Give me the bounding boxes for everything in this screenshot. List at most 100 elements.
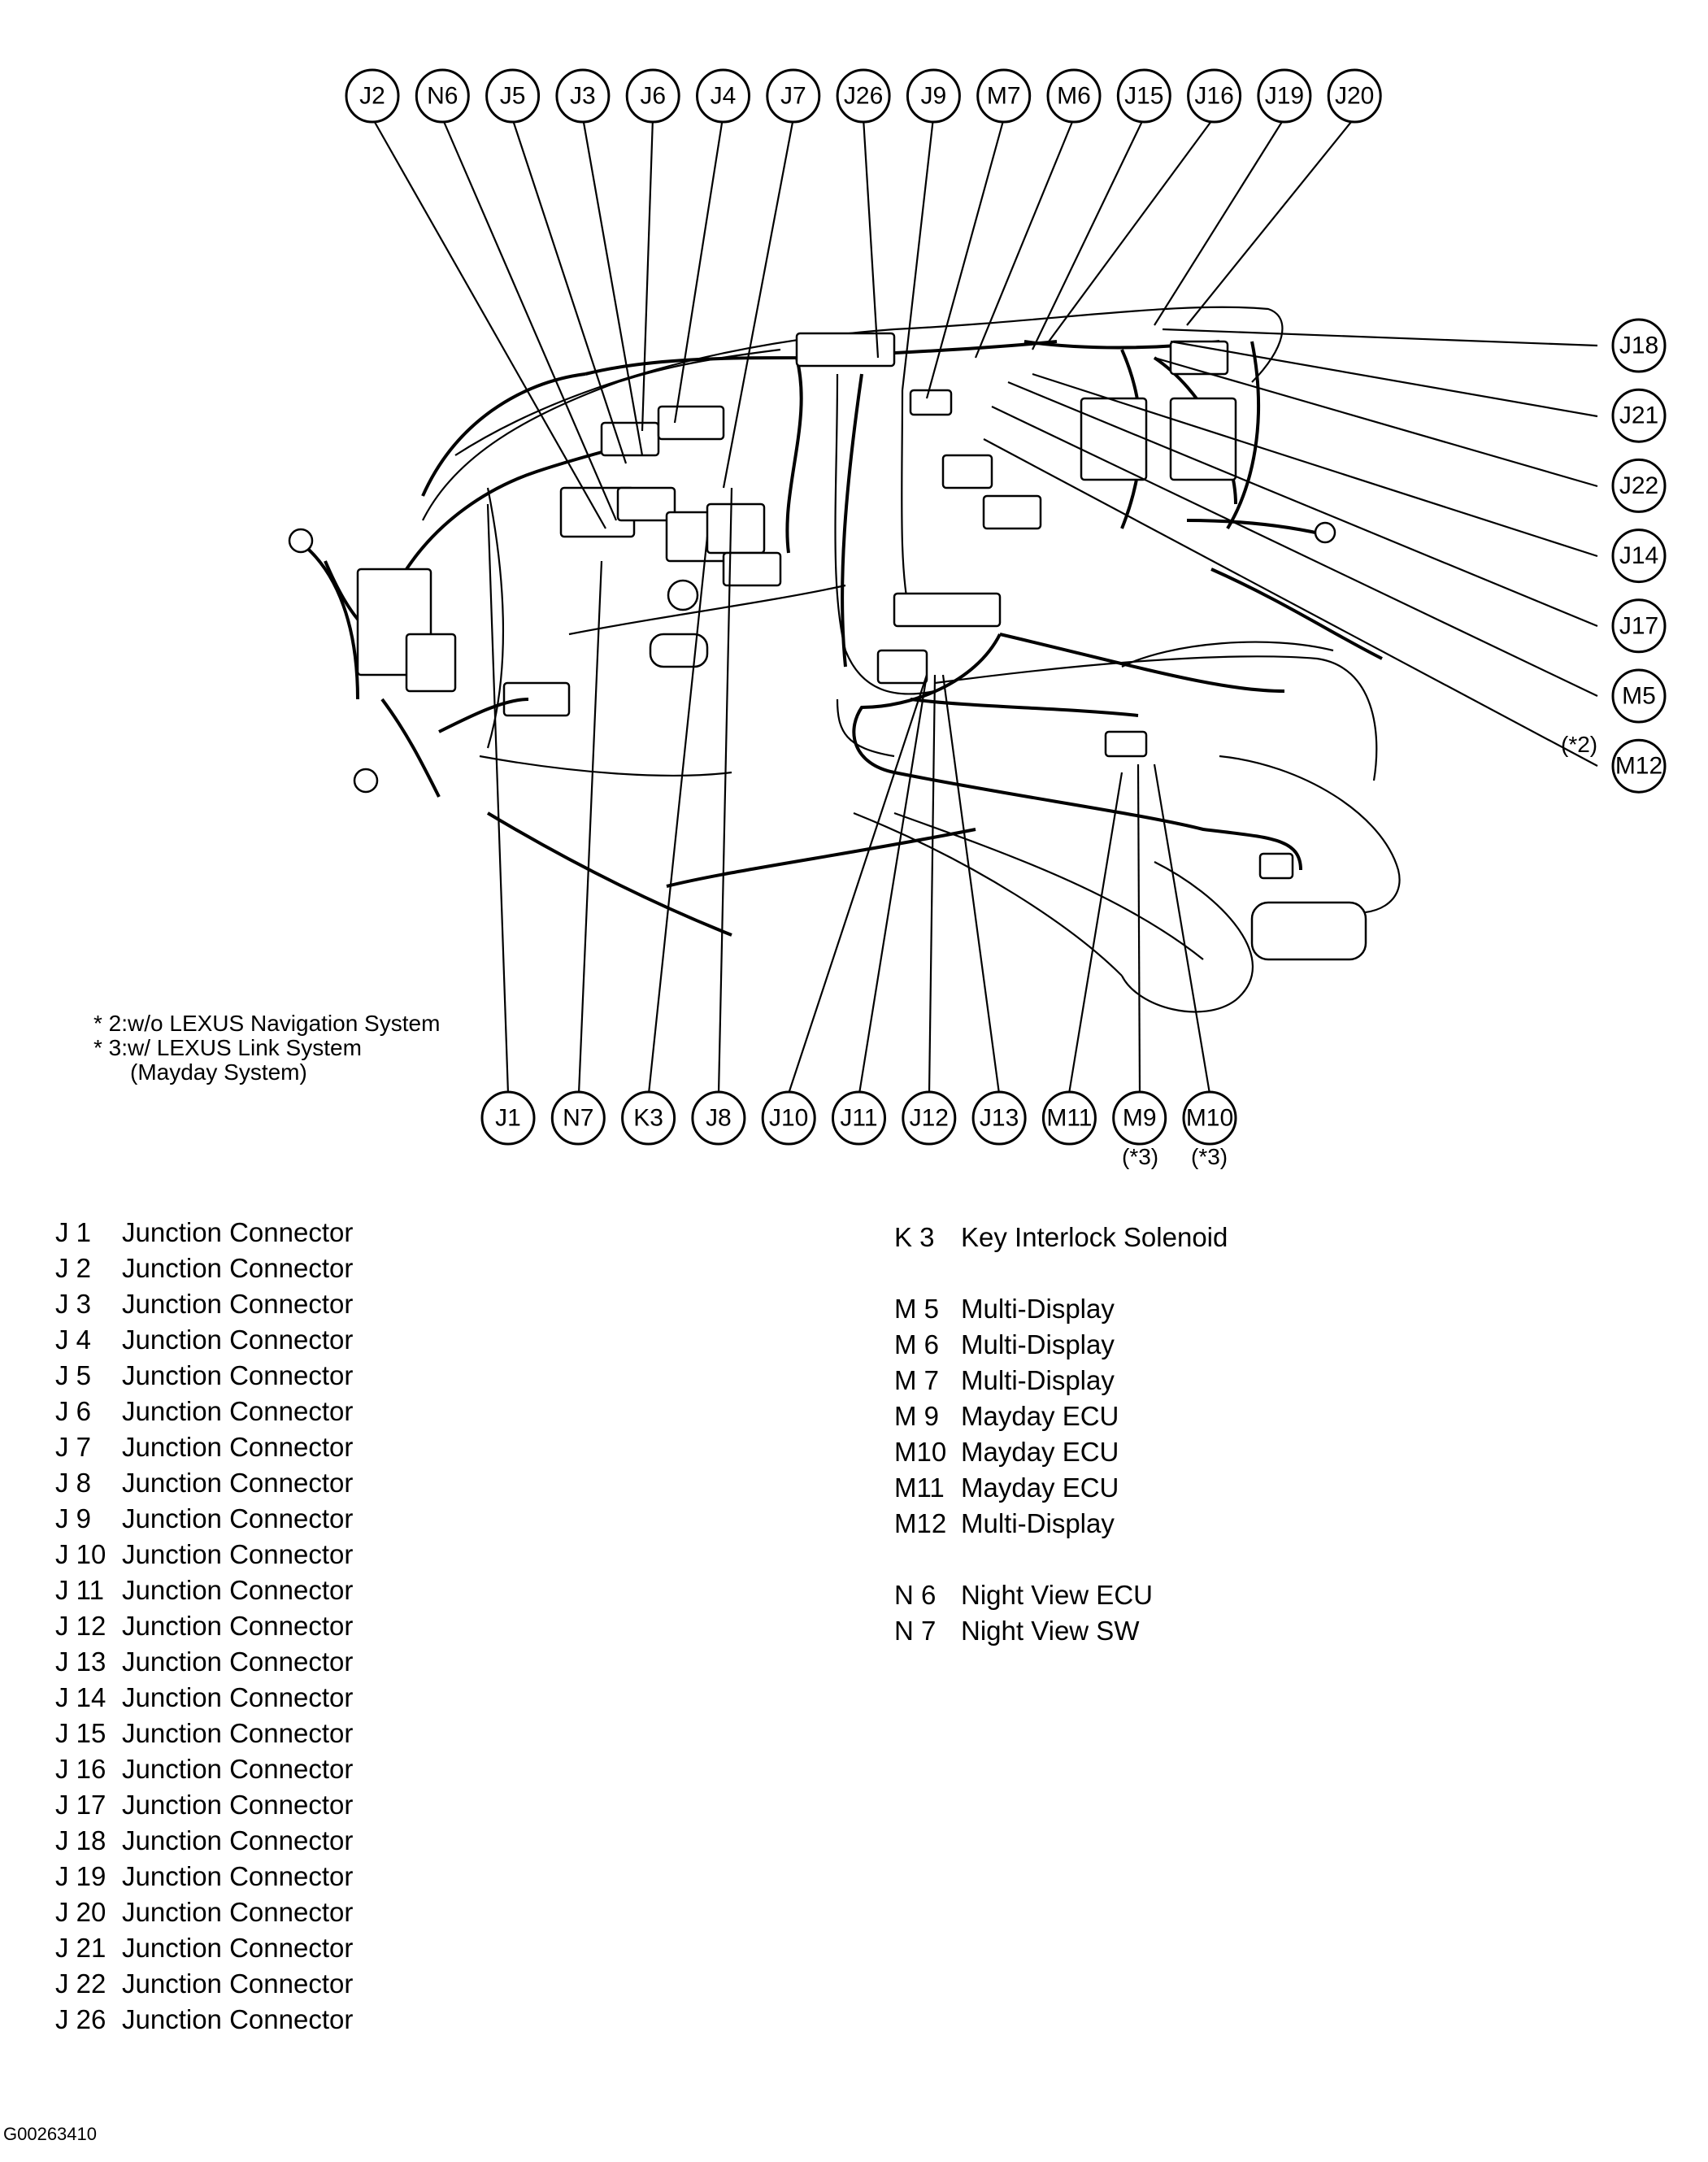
legend-description: Junction Connector <box>122 1539 354 1569</box>
svg-text:J12: J12 <box>910 1105 949 1132</box>
callout-j12: J12 <box>902 1090 957 1146</box>
svg-text:M5: M5 <box>1622 683 1656 710</box>
svg-text:J5: J5 <box>500 83 526 110</box>
legend-description: Mayday ECU <box>961 1473 1119 1503</box>
legend-description: Junction Connector <box>122 1611 354 1641</box>
legend-code: J 14 <box>55 1682 106 1712</box>
legend-row: J 21 Junction Connector <box>55 1930 353 1966</box>
footnote-3: * 3:w/ LEXUS Link System <box>93 1035 362 1060</box>
legend-code: N 7 <box>894 1616 937 1646</box>
callout-j17: J17 <box>1611 598 1667 654</box>
legend-code: M10 <box>894 1437 947 1467</box>
svg-text:J1: J1 <box>495 1105 521 1132</box>
callout-j9: J9 <box>906 68 961 124</box>
callout-j1: J1 <box>480 1090 536 1146</box>
legend-description: Junction Connector <box>122 1360 354 1390</box>
legend-description: Junction Connector <box>122 1503 354 1533</box>
legend-description: Mayday ECU <box>961 1437 1119 1467</box>
callout-j3: J3 <box>555 68 611 124</box>
legend-row: J 17 Junction Connector <box>55 1787 353 1823</box>
svg-text:J14: J14 <box>1619 542 1658 569</box>
legend-code: J 7 <box>55 1432 92 1462</box>
components <box>288 332 1336 880</box>
legend-description: Multi-Display <box>961 1365 1115 1395</box>
legend-code: K 3 <box>894 1222 935 1252</box>
legend-code: J 18 <box>55 1825 106 1855</box>
legend-description: Junction Connector <box>122 1933 354 1963</box>
figure-id: G00263410 <box>3 2124 97 2144</box>
legend-code: J 12 <box>55 1611 106 1641</box>
legend-code: J 17 <box>55 1790 106 1820</box>
m12-note: (*2) <box>1561 732 1597 757</box>
legend-code: J 4 <box>55 1325 92 1355</box>
callout-j15: J15 <box>1116 68 1171 124</box>
callout-j20: J20 <box>1327 68 1382 124</box>
legend-code: M11 <box>894 1473 945 1503</box>
legend-description: Multi-Display <box>961 1329 1115 1359</box>
legend-description: Junction Connector <box>122 1289 354 1319</box>
svg-text:J7: J7 <box>780 83 806 110</box>
svg-text:K3: K3 <box>633 1105 663 1132</box>
legend-description: Junction Connector <box>122 1897 354 1927</box>
legend-code: J 13 <box>55 1647 106 1677</box>
legend-code: M 6 <box>894 1329 940 1359</box>
svg-text:M10: M10 <box>1186 1105 1233 1132</box>
legend-description: Junction Connector <box>122 1790 354 1820</box>
svg-text:M12: M12 <box>1615 753 1662 780</box>
svg-text:J13: J13 <box>980 1105 1019 1132</box>
callout-m10: M10 <box>1182 1090 1237 1146</box>
callout-m6: M6 <box>1046 68 1102 124</box>
callout-m11: M11 <box>1041 1090 1097 1146</box>
callout-j4: J4 <box>696 68 750 124</box>
legend-description: Junction Connector <box>122 1861 354 1891</box>
legend-code: J 10 <box>55 1539 106 1569</box>
legend-code: J 11 <box>55 1575 104 1605</box>
callout-j13: J13 <box>971 1090 1027 1146</box>
svg-text:M9: M9 <box>1123 1105 1157 1132</box>
legend-code: J 2 <box>55 1253 92 1283</box>
legend-code: J 21 <box>55 1933 106 1963</box>
svg-text:J8: J8 <box>706 1105 732 1132</box>
svg-text:J15: J15 <box>1124 83 1163 110</box>
callout-k3: K3 <box>621 1090 676 1146</box>
legend-description: Night View ECU <box>961 1580 1153 1610</box>
legend-code: J 20 <box>55 1897 106 1927</box>
callout-j22: J22 <box>1611 458 1667 513</box>
leader-lines <box>372 117 1598 1094</box>
legend-description: Mayday ECU <box>961 1401 1119 1431</box>
legend-row: M11 Mayday ECU <box>894 1470 1228 1506</box>
legend-row: M10 Mayday ECU <box>894 1434 1228 1470</box>
legend-row: M 6 Multi-Display <box>894 1327 1228 1363</box>
legend-description: Multi-Display <box>961 1294 1115 1324</box>
callout-n7: N7 <box>550 1090 606 1146</box>
legend-description: Junction Connector <box>122 1468 354 1498</box>
callout-j14: J14 <box>1611 529 1667 584</box>
svg-text:N6: N6 <box>427 83 458 110</box>
svg-text:J11: J11 <box>840 1105 877 1132</box>
svg-text:M7: M7 <box>987 83 1021 110</box>
callout-j2: J2 <box>345 68 400 124</box>
callout-j7: J7 <box>766 68 821 124</box>
svg-text:J4: J4 <box>711 83 737 110</box>
callout-n6: N6 <box>415 68 470 124</box>
callout-j6: J6 <box>625 68 680 124</box>
